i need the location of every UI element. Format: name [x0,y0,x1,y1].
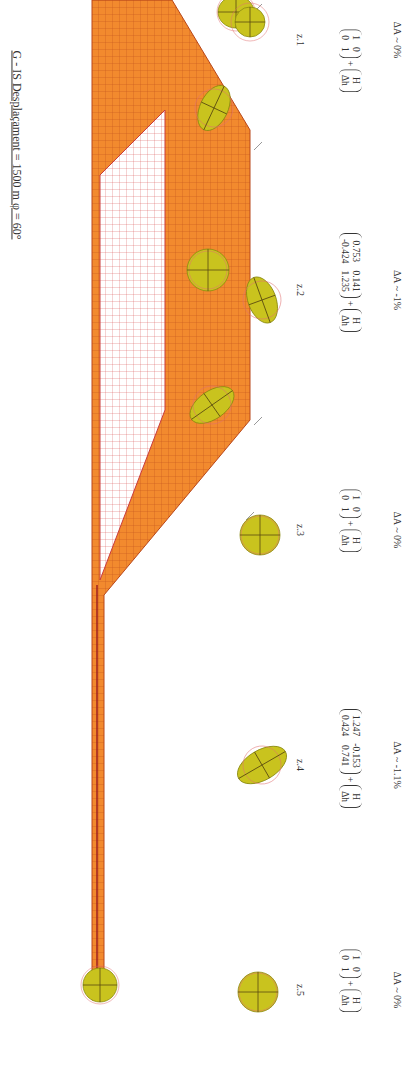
tick-marks [246,4,262,520]
zone-label-box: z.4 [293,759,311,771]
strain-ellipse [231,3,269,41]
matrix-cell: 0 [339,955,349,960]
zone-label: z.3 [295,524,306,536]
hanging-wall [92,0,250,1000]
strain-ellipse [187,249,229,291]
matrix-cell: 0 [350,506,360,511]
matrix-cell: 0 [350,46,360,51]
matrix-cell: 1.247 [351,714,361,735]
matrix: 1.247 -0.1530.424 0.741 [339,708,362,773]
matrix-cell: -0.153 [351,743,361,768]
transform-expression: 1001+HΔh [338,949,361,1012]
strain-ellipse [187,78,242,138]
vector-cell: Δh [339,535,349,546]
vector-cell: Δh [340,315,350,326]
matrix-cell: 1.235 [340,270,350,291]
vector: HΔh [338,529,361,552]
area-change: ΔA ~ 0% [392,512,403,549]
strain-ellipse [229,735,295,795]
vector-cell: H [351,791,361,802]
vector: HΔh [338,69,361,92]
zone-label-box: z.2 [293,284,311,296]
zone-label-box: z.3 [293,524,311,536]
plus-sign: + [345,297,355,308]
vector-cell: Δh [339,75,349,86]
area-change-box: ΔA ~ 0% [390,972,408,1009]
vector-cell: Δh [339,995,349,1006]
plus-sign: + [345,517,355,528]
plus-sign: + [345,57,355,68]
matrix-cell: 0.424 [340,714,350,735]
transform-expression: 1.247-0.1530.4240.741+HΔh [339,708,362,807]
matrix-cell: 1 [350,35,360,40]
vector-cell: H [350,75,360,86]
footwall-block [100,110,165,580]
matrix-cell: 1 [350,495,360,500]
transform-expression: 1001+HΔh [338,489,361,552]
matrix-cell: 0 [350,966,360,971]
fault-line [96,585,98,1000]
area-change: ΔA ~ -1.1% [392,741,403,789]
matrix-cell: 1 [350,955,360,960]
matrix-cell: 0.141 [351,270,361,291]
matrix: 1001 [338,489,361,518]
vector: HΔh [339,309,362,332]
matrix-cell: 1 [339,966,349,971]
vector: HΔh [338,989,361,1012]
vector-cell: H [351,315,361,326]
vector-cell: H [350,535,360,546]
title-block: G - IS Desplaçament = 1500 m φ = 60° [9,51,27,240]
matrix-cell: 1 [339,46,349,51]
zone-label-box: z.5 [293,984,311,996]
strain-ellipse [181,375,244,435]
strain-ellipse [240,515,280,555]
matrix-cell: -0.424 [340,238,350,263]
zone-label: z.2 [295,284,306,296]
vector-cell: Δh [340,791,350,802]
transform-expression: 0.7530.141-0.4241.235+HΔh [339,232,362,331]
area-change: ΔA ~ -1% [392,270,403,310]
area-change-box: ΔA ~ -1% [390,270,408,310]
zone-label: z.1 [295,34,306,46]
matrix-cell: 0.753 [351,238,361,263]
strain-ellipse [238,972,278,1012]
area-change-box: ΔA ~ 0% [390,22,408,59]
matrix-cell: 0.741 [340,743,350,768]
area-change: ΔA ~ 0% [392,22,403,59]
matrix: 1001 [338,29,361,58]
matrix-cell: 0 [339,495,349,500]
strain-ellipse [236,271,288,329]
strain-ellipse [81,966,119,1004]
figure-title: G - IS Desplaçament = 1500 m φ = 60° [10,51,24,240]
area-change-box: ΔA ~ 0% [390,512,408,549]
matrix: 1001 [338,949,361,978]
matrix: 0.753 0.141-0.424 1.235 [339,232,362,297]
zone-label-box: z.1 [293,34,311,46]
matrix-cell: 1 [339,506,349,511]
vector-cell: H [350,995,360,1006]
plus-sign: + [345,977,355,988]
area-change: ΔA ~ 0% [392,972,403,1009]
transform-expression: 1001+HΔh [338,29,361,92]
matrix-cell: 0 [339,35,349,40]
plus-sign: + [345,773,355,784]
zone-label: z.5 [295,984,306,996]
vector: HΔh [339,785,362,808]
area-change-box: ΔA ~ -1.1% [390,741,408,789]
zone-label: z.4 [295,759,306,771]
